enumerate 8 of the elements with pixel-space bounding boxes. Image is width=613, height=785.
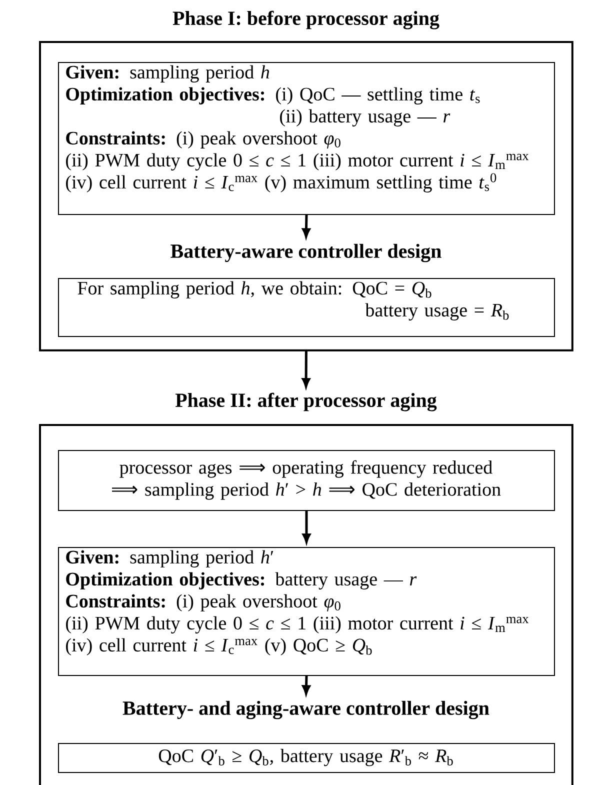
heading: Battery-aware controller design bbox=[170, 244, 442, 262]
text-box: Given: sampling period h′ Optimization objectives: battery usage — r Constraints: (i) peak overshoot φ$_{0}$ (ii) PWM duty cycle 0 ≤ c ≤ 1 (iii) motor current i ≤ I$_{m}$max (iv) cell current i ≤ I$_{c}$$^{max}$ (v) QoC ≥ Q$_{b}$ bbox=[58, 547, 555, 676]
text-box: Given: sampling period h Optimization objectives: (i) QoC — settling time t$_{s}$ (ii) battery usage — r Constraints: (i) peak overshoot φ$_{0}$ (ii) PWM duty cycle 0 ≤ c ≤ 1 (iii) motor current i ≤ I$_{m}$max (iv) cell current i ≤ I$_{c}$$^{max}$ (v) maximum settling time t$_{s}$0 bbox=[58, 62, 555, 215]
text-box: For sampling period h, we obtain: QoC = Q$_{b}$ battery usage = R$_{b}$ bbox=[58, 278, 555, 337]
text-box: QoC Q′$_{b}$ ≥ Q$_{b}$, battery usage R′$_{b}$ ≈ R$_{b}$ bbox=[58, 743, 555, 773]
text-box: processor ages ⟹ operating frequency reduced ⟹ sampling period h′ > h ⟹ QoC deterioration bbox=[58, 450, 555, 511]
node-label: Phase I: before processor aging bbox=[172, 10, 440, 30]
heading: Battery- and aging-aware controller design bbox=[122, 700, 490, 720]
